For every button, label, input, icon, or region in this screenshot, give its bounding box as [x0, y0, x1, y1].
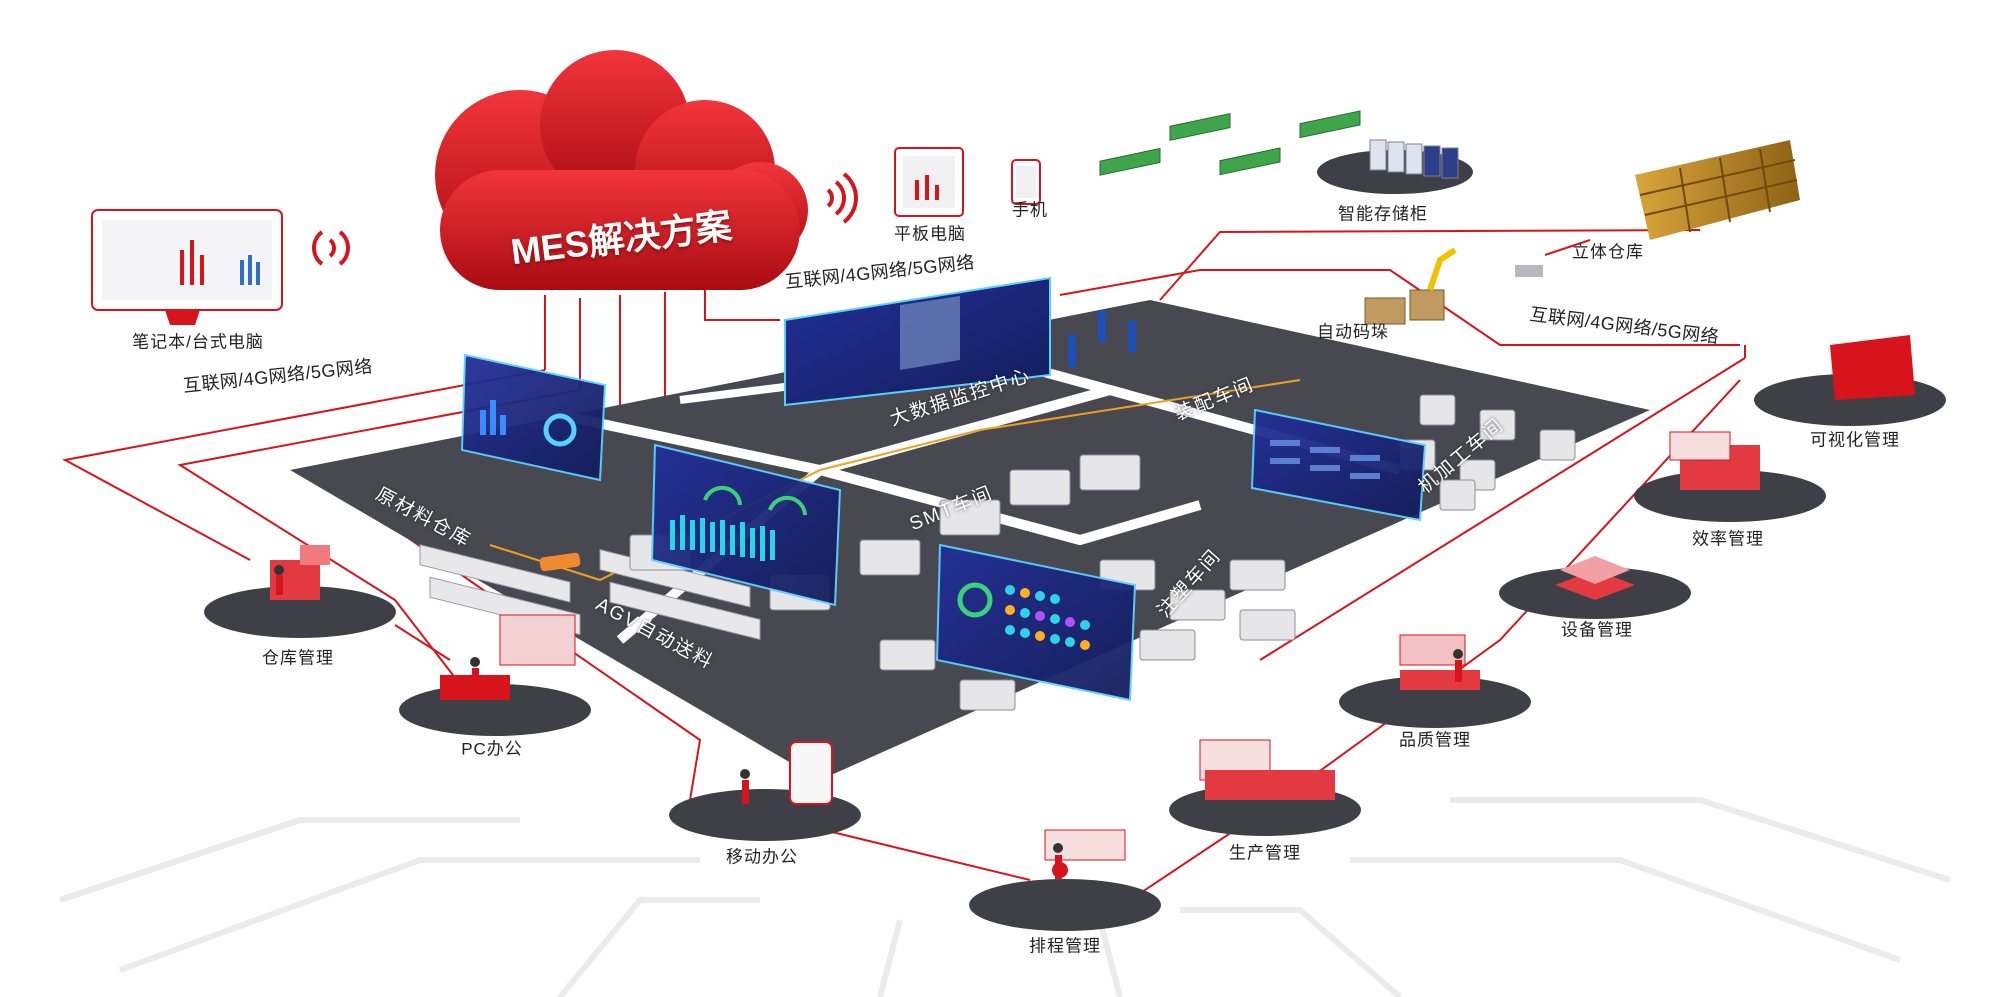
- circuit-background: [59, 797, 1951, 997]
- warehouse-label: 立体仓库: [1572, 242, 1644, 262]
- module-production: 生产管理: [1229, 843, 1301, 863]
- module-equipment: 设备管理: [1561, 620, 1633, 640]
- big-data-screen: [784, 276, 1051, 407]
- dashboard-smt: [650, 443, 842, 607]
- phone-icon: [1011, 159, 1041, 205]
- module-mobile-office: 移动办公: [726, 847, 798, 867]
- module-visualization: 可视化管理: [1810, 430, 1900, 450]
- desktop-monitor-icon: [91, 209, 283, 325]
- smart-cabinet-label: 智能存储柜: [1338, 204, 1428, 224]
- tablet-label: 平板电脑: [894, 224, 966, 244]
- palletizer-label: 自动码垛: [1317, 322, 1389, 342]
- signal-icon-right: [826, 172, 858, 224]
- module-platforms: [204, 374, 1946, 931]
- module-quality: 品质管理: [1399, 730, 1471, 750]
- dashboard-raw: [460, 353, 607, 482]
- module-pc-office: PC办公: [461, 739, 523, 759]
- assembly-line: [1099, 110, 1361, 176]
- connector-lines: [62, 229, 1746, 901]
- agv-cart: [539, 552, 581, 572]
- smart-cabinet-icon: [1317, 139, 1473, 194]
- module-efficiency: 效率管理: [1692, 529, 1764, 549]
- palletizer-icon: [1364, 247, 1543, 325]
- dashboard-injection: [935, 543, 1137, 702]
- dashboard-machining: [1250, 408, 1427, 522]
- people-figures: [274, 310, 1463, 879]
- signal-icon-left: [312, 230, 350, 266]
- module-warehouse-mgmt: 仓库管理: [262, 648, 334, 668]
- module-scheduling: 排程管理: [1029, 936, 1101, 956]
- tablet-icon: [894, 147, 964, 217]
- cloud-shape: [320, 50, 808, 310]
- warehouse-rack-icon: [1635, 140, 1800, 240]
- desktop-label: 笔记本/台式电脑: [132, 332, 264, 352]
- phone-label: 手机: [1012, 200, 1048, 220]
